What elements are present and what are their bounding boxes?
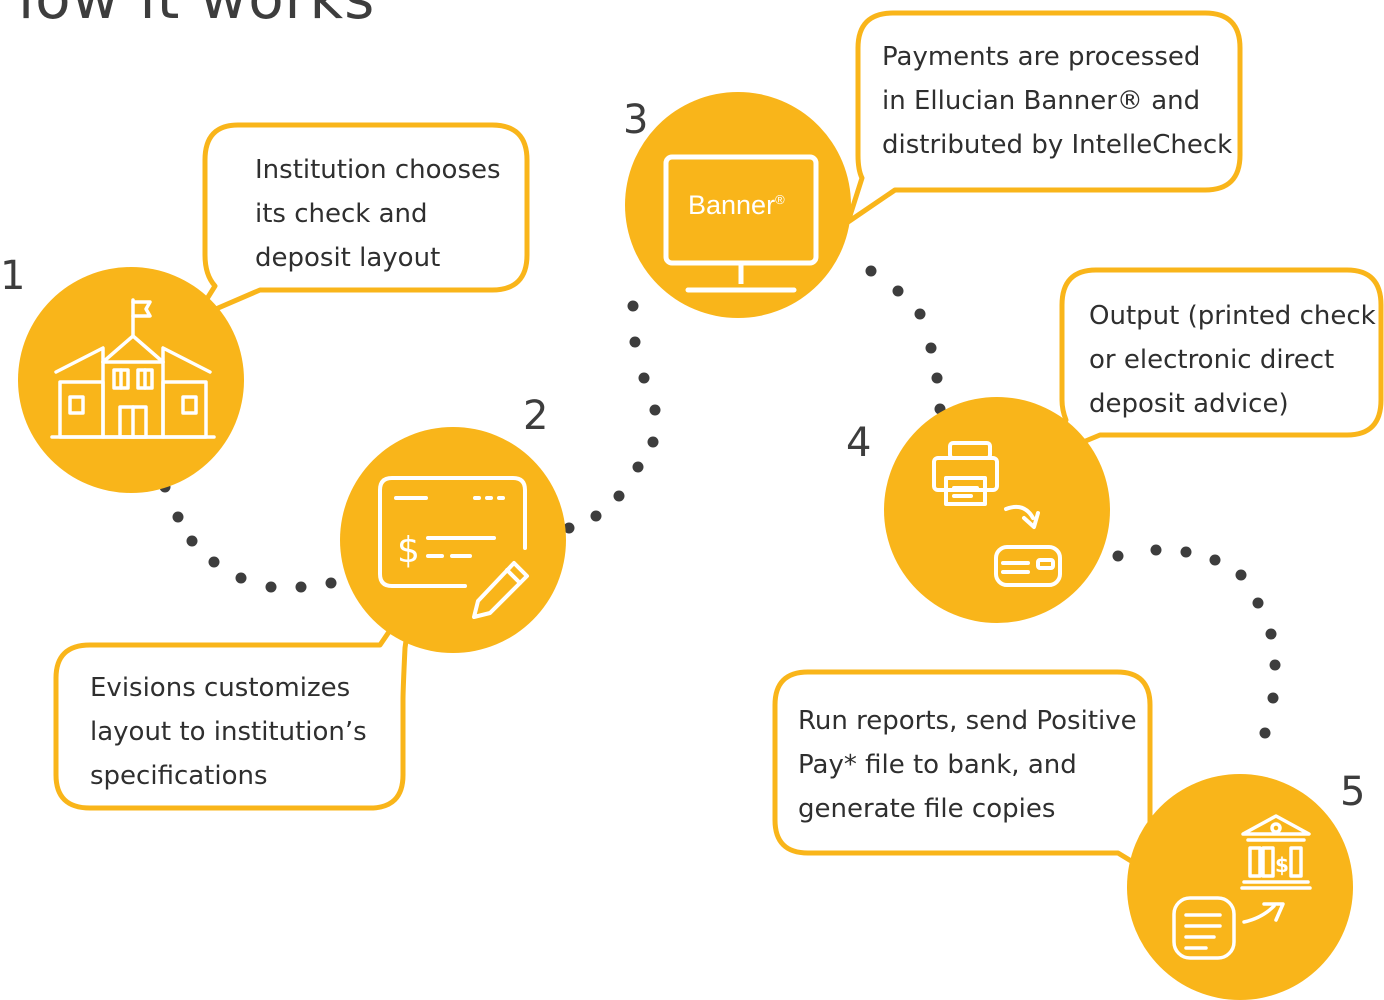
- connector-dot: [186, 535, 198, 547]
- check-pencil-icon: [378, 476, 529, 619]
- connector-dot: [613, 490, 625, 502]
- monitor-icon: [663, 154, 819, 293]
- connector-dot: [1209, 554, 1221, 566]
- dollar-sign-glyph: $: [397, 530, 420, 571]
- connector-dot: [1252, 597, 1264, 609]
- text-line: Pay* file to bank, and: [798, 750, 1077, 780]
- text-line: deposit layout: [255, 243, 441, 273]
- step-2-description: Evisions customizes layout to institutio…: [90, 666, 367, 798]
- connector-dot: [627, 300, 639, 312]
- connector-dot: [325, 577, 337, 589]
- connector-dot: [208, 556, 220, 568]
- callout-bubble-3: [845, 10, 1243, 225]
- text-line: layout to institution’s: [90, 717, 367, 747]
- text-line: deposit advice): [1089, 389, 1289, 419]
- step-5-number: 5: [1340, 769, 1366, 815]
- connector-dot: [638, 372, 650, 384]
- connector-dot: [892, 285, 904, 297]
- connector-dot: [629, 336, 641, 348]
- connector-dot: [865, 265, 877, 277]
- text-line: Run reports, send Positive: [798, 706, 1137, 736]
- callout-bubble-1: [192, 122, 530, 321]
- connector-dot: [172, 511, 184, 523]
- step-1-circle: [18, 267, 244, 493]
- connector-dot: [925, 342, 937, 354]
- connector-dot: [265, 581, 277, 593]
- connector-dot: [1265, 628, 1277, 640]
- connector-dot: [1112, 550, 1124, 562]
- text-line: distributed by IntelleCheck: [882, 130, 1233, 160]
- text-line: Output (printed check: [1089, 301, 1376, 331]
- step-2-number: 2: [523, 393, 549, 439]
- step-4-circle: [884, 397, 1110, 623]
- step-1-description: Institution chooses its check and deposi…: [255, 148, 501, 280]
- callout-bubble-5: [772, 669, 1185, 895]
- text-line: its check and: [255, 199, 428, 229]
- connector-dot: [563, 522, 575, 534]
- connector-dot: [914, 308, 926, 320]
- connector-dot: [235, 572, 247, 584]
- step-4-number: 4: [846, 420, 872, 466]
- connector-dot: [649, 404, 661, 416]
- step-5-description: Run reports, send Positive Pay* file to …: [798, 699, 1137, 831]
- text-line: Evisions customizes: [90, 673, 351, 703]
- step-3-description: Payments are processed in Ellucian Banne…: [882, 35, 1232, 167]
- school-building-icon: [50, 298, 216, 439]
- page-heading: low it works: [18, 0, 375, 32]
- connector-dot: [1180, 546, 1192, 558]
- text-line: specifications: [90, 761, 268, 791]
- step-4-description: Output (printed check or electronic dire…: [1089, 294, 1376, 426]
- text-line: in Ellucian Banner® and: [882, 86, 1201, 116]
- printer-to-card-icon: [932, 441, 1062, 587]
- text-line: Institution chooses: [255, 155, 501, 185]
- step-3-number: 3: [623, 97, 649, 143]
- connector-dot: [1235, 569, 1247, 581]
- callout-bubble-2: [53, 595, 415, 811]
- step-1-number: 1: [0, 253, 26, 299]
- step-5-circle: [1127, 774, 1353, 1000]
- banner-screen-label: Banner®: [688, 190, 785, 220]
- connector-dot: [295, 581, 307, 593]
- connector-dot: [1150, 544, 1162, 556]
- connector-dot: [1259, 727, 1271, 739]
- bank-dollar-glyph: $: [1275, 853, 1289, 877]
- text-line: or electronic direct: [1089, 345, 1335, 375]
- dotted-connectors: [159, 265, 1281, 739]
- bank-report-icon: [1172, 814, 1312, 960]
- connector-dot: [1269, 659, 1281, 671]
- connector-dot: [931, 372, 943, 384]
- connector-dot: [632, 461, 644, 473]
- text-line: generate file copies: [798, 794, 1056, 824]
- connector-dot: [1267, 692, 1279, 704]
- connector-dot: [590, 510, 602, 522]
- callout-bubble-4: [1049, 267, 1384, 458]
- connector-dot: [647, 436, 659, 448]
- text-line: Payments are processed: [882, 42, 1201, 72]
